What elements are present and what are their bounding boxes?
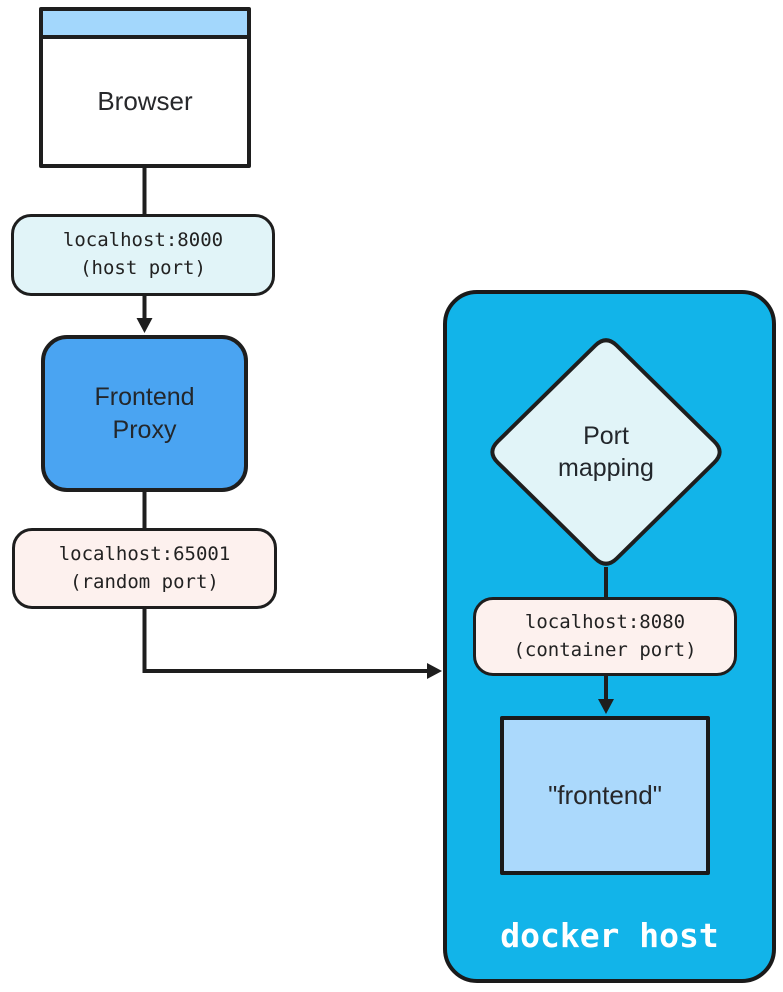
container-port-badge: localhost:8080 (container port) bbox=[473, 597, 737, 676]
container-port-line2: (container port) bbox=[513, 638, 697, 661]
docker-host-label: docker host bbox=[500, 916, 719, 955]
arrow-random-port-to-docker-host bbox=[142, 607, 442, 679]
browser-window-node: Browser bbox=[39, 7, 251, 168]
random-port-badge: localhost:65001 (random port) bbox=[12, 528, 277, 609]
browser-titlebar bbox=[43, 11, 247, 39]
container-port-line1: localhost:8080 bbox=[524, 610, 686, 633]
port-mapping-line1: Port bbox=[583, 421, 629, 450]
frontend-proxy-line1: Frontend bbox=[94, 383, 195, 411]
random-port-line2: (random port) bbox=[70, 570, 219, 593]
host-port-badge: localhost:8000 (host port) bbox=[11, 214, 275, 296]
frontend-container-node: "frontend" bbox=[500, 716, 710, 875]
frontend-container-label: "frontend" bbox=[548, 780, 662, 810]
arrow-host-port-to-proxy bbox=[136, 294, 153, 333]
port-mapping-label: Port mapping bbox=[506, 400, 706, 504]
host-port-line2: (host port) bbox=[80, 257, 206, 279]
port-mapping-line2: mapping bbox=[558, 454, 654, 482]
browser-label: Browser bbox=[97, 86, 193, 116]
frontend-proxy-line2: Proxy bbox=[112, 415, 177, 444]
host-port-line1: localhost:8000 bbox=[62, 229, 224, 252]
frontend-proxy-node: Frontend Proxy bbox=[41, 335, 248, 492]
random-port-line1: localhost:65001 bbox=[58, 542, 231, 565]
